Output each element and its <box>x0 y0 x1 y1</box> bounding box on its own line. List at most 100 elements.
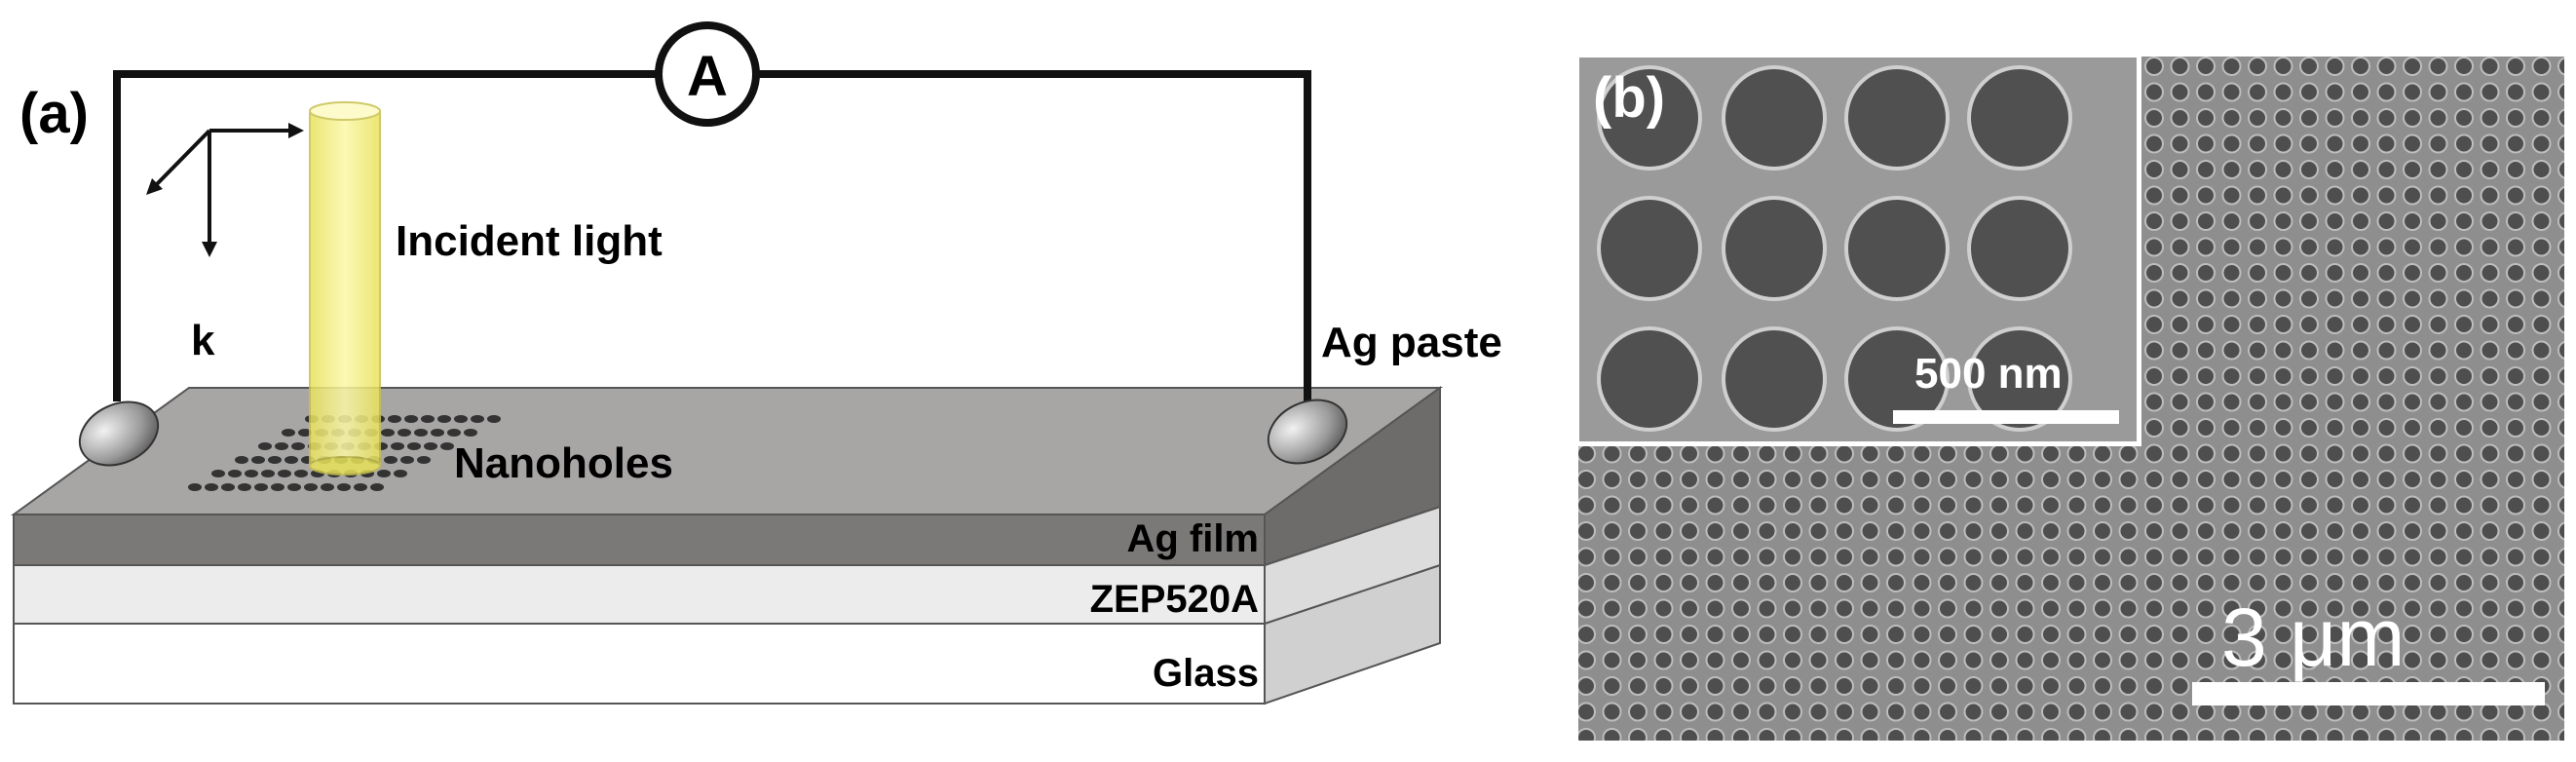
sem-hole <box>2273 263 2293 283</box>
sem-inset-hole <box>1597 326 1702 432</box>
sem-hole <box>1731 598 1751 619</box>
sem-hole <box>1602 443 1622 464</box>
sem-hole <box>2196 366 2216 386</box>
sem-hole <box>1705 495 1725 515</box>
sem-hole <box>2557 728 2564 741</box>
sem-hole <box>1602 521 1622 541</box>
sem-hole <box>1783 495 1802 515</box>
sem-hole <box>2015 598 2035 619</box>
sem-hole <box>2531 470 2552 489</box>
sem-hole <box>2506 650 2525 670</box>
sem-hole <box>2170 573 2190 592</box>
sem-hole <box>1808 443 1829 464</box>
sem-hole <box>2557 676 2564 696</box>
sem-hole <box>1628 598 1648 619</box>
sem-hole <box>1602 470 1622 489</box>
sem-hole <box>2015 650 2035 670</box>
sem-hole <box>2196 392 2216 412</box>
sem-hole <box>1680 598 1699 619</box>
sem-hole <box>2428 728 2448 741</box>
sem-hole <box>2144 315 2164 334</box>
sem-hole <box>2506 82 2525 102</box>
sem-hole <box>2221 340 2242 361</box>
sem-hole <box>1963 676 1984 696</box>
sem-hole <box>1680 625 1699 644</box>
sem-hole <box>2403 573 2422 592</box>
sem-hole <box>2221 728 2242 741</box>
sem-hole <box>2428 443 2448 464</box>
sem-hole <box>2403 263 2422 283</box>
nanohole <box>377 470 391 477</box>
sem-hole <box>2428 108 2448 128</box>
sem-hole <box>1860 598 1880 619</box>
sem-hole <box>2531 57 2552 76</box>
sem-hole <box>1886 598 1906 619</box>
sem-hole <box>2273 211 2293 231</box>
sem-hole <box>2325 185 2345 206</box>
sem-hole <box>2248 547 2267 567</box>
sem-hole <box>2248 160 2267 179</box>
sem-hole <box>2196 625 2216 644</box>
sem-hole <box>2221 547 2242 567</box>
nanohole <box>294 470 308 477</box>
sem-hole <box>2273 418 2293 438</box>
sem-hole <box>2248 728 2267 741</box>
sem-hole <box>2066 521 2087 541</box>
sem-hole <box>2403 598 2422 619</box>
sem-inset-hole <box>1844 196 1950 301</box>
nanohole <box>278 470 291 477</box>
sem-hole <box>2531 315 2552 334</box>
sem-hole <box>2299 598 2319 619</box>
sem-hole <box>1757 443 1777 464</box>
sem-hole <box>2066 573 2087 592</box>
sem-inset-hole <box>1967 196 2072 301</box>
sem-hole <box>2144 650 2164 670</box>
sem-hole <box>2248 443 2267 464</box>
ag-film-label: Ag film <box>1126 517 1259 560</box>
sem-hole <box>2480 470 2500 489</box>
sem-hole <box>2428 340 2448 361</box>
sem-hole <box>1912 676 1932 696</box>
sem-hole <box>1578 676 1596 696</box>
sem-hole <box>2066 702 2087 722</box>
sem-hole <box>2325 470 2345 489</box>
sem-hole <box>2248 418 2267 438</box>
sem-hole <box>2403 315 2422 334</box>
sem-hole <box>2428 263 2448 283</box>
sem-hole <box>2454 160 2474 179</box>
sem-hole <box>2506 598 2525 619</box>
sem-hole <box>2325 288 2345 309</box>
sem-hole <box>2480 211 2500 231</box>
sem-hole <box>2015 470 2035 489</box>
sem-hole <box>1938 573 1957 592</box>
sem-hole <box>2015 676 2035 696</box>
sem-hole <box>2118 495 2139 515</box>
sem-hole <box>2506 211 2525 231</box>
sem-hole <box>1808 470 1829 489</box>
sem-hole <box>2506 728 2525 741</box>
nanohole <box>414 429 428 437</box>
sem-hole <box>2454 573 2474 592</box>
sem-hole <box>2299 288 2319 309</box>
sem-hole <box>2557 160 2564 179</box>
sem-hole <box>2480 133 2500 154</box>
sem-hole <box>1757 625 1777 644</box>
sem-hole <box>1680 547 1699 567</box>
sem-hole <box>1963 598 1984 619</box>
sem-hole <box>2066 625 2087 644</box>
sem-hole <box>2428 521 2448 541</box>
sem-hole <box>2196 237 2216 257</box>
sem-hole <box>2144 340 2164 361</box>
zep520a-layer <box>13 505 1441 626</box>
sem-hole <box>2273 340 2293 361</box>
sem-hole <box>2144 443 2164 464</box>
sem-hole <box>1912 650 1932 670</box>
sem-hole <box>1835 443 1854 464</box>
sem-hole <box>1680 495 1699 515</box>
sem-hole <box>2170 133 2190 154</box>
sem-hole <box>2376 315 2397 334</box>
sem-hole <box>2376 521 2397 541</box>
sem-hole <box>1578 547 1596 567</box>
sem-hole <box>2325 547 2345 567</box>
sem-hole <box>2531 418 2552 438</box>
